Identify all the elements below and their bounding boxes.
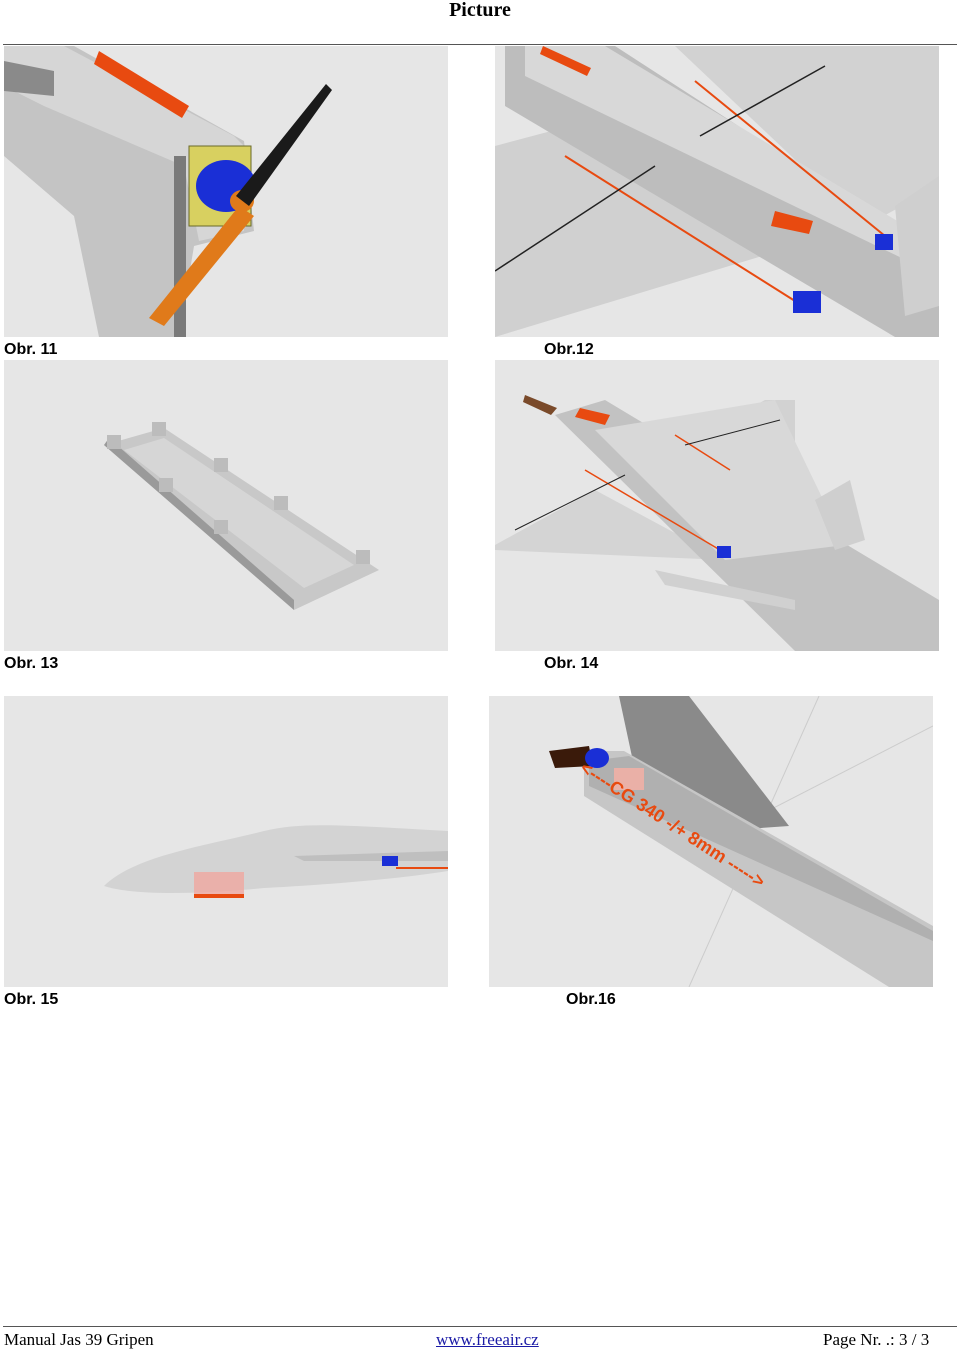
figure-11-caption: Obr. 11 <box>4 341 58 358</box>
figure-16-image: <----CG 340 -/+ 8mm -----> <box>489 696 933 987</box>
footer-manual-title: Manual Jas 39 Gripen <box>4 1330 154 1349</box>
footer-website-link[interactable]: www.freeair.cz <box>436 1330 539 1349</box>
figure-15-image <box>4 696 448 987</box>
figure-11-image <box>4 46 448 337</box>
figure-14-image <box>495 360 939 651</box>
figure-12-image <box>495 46 939 337</box>
figure-13-caption: Obr. 13 <box>4 655 59 672</box>
figure-14-caption: Obr. 14 <box>544 655 599 672</box>
header-rule <box>3 44 957 45</box>
figure-13-image <box>4 360 448 651</box>
figure-15-caption: Obr. 15 <box>4 991 59 1008</box>
page-title: Picture <box>449 0 511 21</box>
footer-page-number: Page Nr. .: 3 / 3 <box>823 1330 930 1349</box>
figure-12-caption: Obr.12 <box>544 341 594 358</box>
footer-rule <box>3 1326 957 1327</box>
figure-16-caption: Obr.16 <box>566 991 616 1008</box>
